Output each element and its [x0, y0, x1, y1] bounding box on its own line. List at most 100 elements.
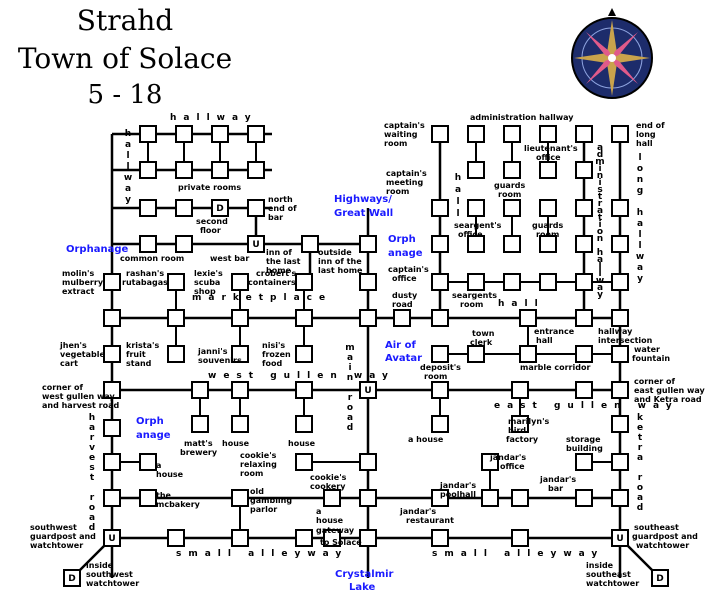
room[interactable]	[139, 489, 157, 507]
room[interactable]	[467, 345, 485, 363]
room[interactable]	[575, 345, 593, 363]
room[interactable]	[103, 345, 121, 363]
room[interactable]	[503, 273, 521, 291]
room[interactable]	[511, 381, 529, 399]
room[interactable]	[503, 125, 521, 143]
room[interactable]	[167, 345, 185, 363]
stairs-down[interactable]	[651, 569, 669, 587]
room[interactable]	[211, 125, 229, 143]
room[interactable]	[467, 273, 485, 291]
room[interactable]	[503, 235, 521, 253]
room[interactable]	[191, 381, 209, 399]
room[interactable]	[611, 273, 629, 291]
room[interactable]	[467, 199, 485, 217]
room[interactable]	[431, 309, 449, 327]
room[interactable]	[539, 273, 557, 291]
room[interactable]	[359, 529, 377, 547]
room[interactable]	[231, 415, 249, 433]
room[interactable]	[167, 273, 185, 291]
room[interactable]	[359, 235, 377, 253]
room[interactable]	[359, 489, 377, 507]
room[interactable]	[431, 125, 449, 143]
room[interactable]	[247, 161, 265, 179]
room[interactable]	[611, 489, 629, 507]
room[interactable]	[231, 381, 249, 399]
room[interactable]	[481, 489, 499, 507]
room[interactable]	[519, 309, 537, 327]
room[interactable]	[511, 415, 529, 433]
room[interactable]	[611, 453, 629, 471]
room[interactable]	[231, 345, 249, 363]
room[interactable]	[431, 529, 449, 547]
room[interactable]	[431, 489, 449, 507]
room[interactable]	[611, 415, 629, 433]
room[interactable]	[431, 415, 449, 433]
room[interactable]	[323, 489, 341, 507]
room[interactable]	[295, 529, 313, 547]
room[interactable]	[431, 273, 449, 291]
room[interactable]	[139, 453, 157, 471]
room[interactable]	[323, 529, 341, 547]
room[interactable]	[575, 381, 593, 399]
room[interactable]	[575, 125, 593, 143]
room[interactable]	[611, 199, 629, 217]
room[interactable]	[301, 235, 319, 253]
room[interactable]	[503, 199, 521, 217]
room[interactable]	[175, 125, 193, 143]
room[interactable]	[231, 309, 249, 327]
room[interactable]	[231, 529, 249, 547]
room[interactable]	[467, 125, 485, 143]
room[interactable]	[481, 453, 499, 471]
room[interactable]	[231, 489, 249, 507]
room[interactable]	[359, 453, 377, 471]
room[interactable]	[211, 161, 229, 179]
room[interactable]	[503, 161, 521, 179]
room[interactable]	[431, 381, 449, 399]
room[interactable]	[575, 273, 593, 291]
room[interactable]	[575, 199, 593, 217]
room[interactable]	[191, 415, 209, 433]
room[interactable]	[103, 489, 121, 507]
room[interactable]	[575, 161, 593, 179]
room[interactable]	[295, 345, 313, 363]
room[interactable]	[295, 453, 313, 471]
room[interactable]	[511, 489, 529, 507]
room[interactable]	[431, 345, 449, 363]
room[interactable]	[139, 125, 157, 143]
room[interactable]	[519, 345, 537, 363]
room[interactable]	[103, 419, 121, 437]
room[interactable]	[167, 309, 185, 327]
room[interactable]	[295, 309, 313, 327]
room[interactable]	[139, 161, 157, 179]
room[interactable]	[359, 309, 377, 327]
room[interactable]	[575, 489, 593, 507]
room[interactable]	[575, 235, 593, 253]
room[interactable]	[359, 273, 377, 291]
room[interactable]	[175, 161, 193, 179]
room[interactable]	[611, 125, 629, 143]
room[interactable]	[175, 199, 193, 217]
room[interactable]	[539, 125, 557, 143]
room[interactable]	[103, 453, 121, 471]
room[interactable]	[467, 161, 485, 179]
room[interactable]	[247, 199, 265, 217]
room[interactable]	[139, 235, 157, 253]
room[interactable]	[511, 529, 529, 547]
room[interactable]	[231, 273, 249, 291]
stairs-down[interactable]	[211, 199, 229, 217]
room[interactable]	[539, 235, 557, 253]
room[interactable]	[393, 309, 411, 327]
room[interactable]	[575, 453, 593, 471]
room[interactable]	[295, 415, 313, 433]
room[interactable]	[539, 199, 557, 217]
room[interactable]	[103, 381, 121, 399]
stairs-up[interactable]	[611, 529, 629, 547]
room[interactable]	[295, 381, 313, 399]
room[interactable]	[139, 199, 157, 217]
stairs-down[interactable]	[63, 569, 81, 587]
room[interactable]	[539, 161, 557, 179]
stairs-up[interactable]	[103, 529, 121, 547]
room[interactable]	[247, 125, 265, 143]
room[interactable]	[175, 235, 193, 253]
room[interactable]	[611, 309, 629, 327]
